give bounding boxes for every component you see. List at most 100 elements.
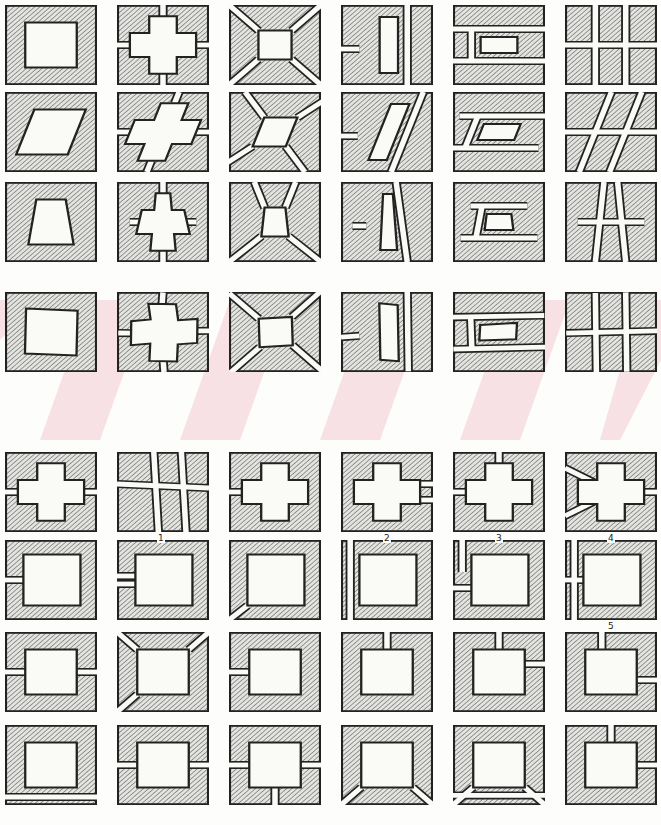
street	[292, 291, 321, 317]
block-cell	[453, 6, 545, 84]
street-edge	[453, 584, 471, 592]
courtyard	[583, 554, 640, 605]
street	[347, 540, 353, 620]
courtyard	[361, 650, 413, 695]
courtyard	[585, 650, 637, 695]
street-edge	[346, 540, 355, 620]
courtyard	[259, 317, 293, 347]
block-outline	[342, 183, 432, 261]
street	[213, 146, 253, 172]
street-edge	[465, 116, 478, 148]
block-outline	[6, 633, 96, 711]
street	[453, 793, 545, 798]
block-outline	[342, 293, 432, 371]
block-outline	[342, 541, 432, 619]
block-cell	[117, 5, 209, 85]
street	[292, 5, 321, 31]
callout-number: 2	[383, 534, 391, 543]
street-edge	[245, 92, 264, 118]
block-cell	[117, 452, 209, 532]
street	[77, 670, 97, 675]
block-cell	[453, 540, 544, 619]
street-edge	[420, 480, 433, 488]
street	[286, 146, 305, 172]
street-edge	[181, 452, 186, 532]
street	[5, 670, 25, 675]
courtyard	[485, 214, 514, 230]
courtyard	[137, 650, 189, 695]
street-edge	[341, 45, 359, 53]
block-outline	[342, 6, 432, 84]
street-edge	[293, 345, 322, 371]
courtyard	[354, 463, 420, 521]
street	[293, 345, 322, 371]
street	[461, 236, 538, 241]
street-edge	[301, 761, 321, 769]
courtyard	[477, 124, 520, 140]
block-outline	[342, 453, 432, 531]
street	[289, 236, 321, 262]
street-edge	[158, 74, 167, 85]
street-edge	[471, 316, 472, 347]
street-edge	[213, 146, 253, 172]
street	[459, 114, 551, 119]
block-outline	[454, 726, 544, 804]
courtyard	[379, 303, 399, 361]
watermark-stripes	[0, 300, 661, 440]
block-outline	[230, 453, 320, 531]
block-outline	[118, 93, 208, 171]
street	[301, 763, 321, 768]
street-edge	[413, 787, 433, 805]
block-outline	[566, 541, 656, 619]
street	[160, 5, 166, 16]
block-outline	[118, 293, 208, 371]
street-edge	[229, 236, 261, 262]
street-edge	[341, 787, 361, 805]
street	[117, 582, 135, 587]
street-edge	[229, 606, 247, 620]
block-outline	[6, 183, 96, 261]
callout-number: 3	[495, 534, 503, 543]
courtyard	[242, 463, 308, 521]
street	[197, 328, 210, 333]
courtyard	[16, 110, 86, 155]
block-outline	[454, 453, 544, 531]
block-outline	[230, 183, 320, 261]
street	[352, 224, 366, 229]
block-outline	[342, 633, 432, 711]
courtyard	[247, 554, 304, 605]
block-outline	[118, 6, 208, 84]
block-cell	[339, 92, 432, 172]
street	[160, 361, 166, 372]
block-cell	[5, 726, 97, 804]
street-edge	[494, 452, 503, 463]
street-edge	[229, 59, 258, 85]
street-edge	[644, 488, 657, 496]
street-edge	[117, 484, 209, 488]
street	[117, 763, 137, 768]
street	[476, 206, 482, 238]
block-cell	[342, 540, 432, 620]
street	[637, 763, 657, 768]
block-cell	[5, 541, 96, 619]
street-edge	[285, 182, 295, 208]
street	[189, 632, 209, 650]
street-edge	[254, 182, 264, 208]
street	[339, 134, 357, 139]
street	[292, 59, 321, 85]
block-cell	[565, 92, 657, 172]
courtyard	[23, 554, 80, 605]
street	[496, 632, 502, 650]
courtyard	[25, 743, 77, 788]
courtyard	[471, 554, 528, 605]
street	[565, 130, 657, 135]
street-edge	[147, 161, 152, 172]
street-edge	[229, 761, 249, 769]
street-edge	[117, 694, 137, 712]
street	[154, 452, 159, 532]
block-cell	[453, 726, 545, 805]
street-edge	[341, 336, 359, 337]
street	[420, 482, 433, 487]
street-edge	[117, 761, 137, 769]
